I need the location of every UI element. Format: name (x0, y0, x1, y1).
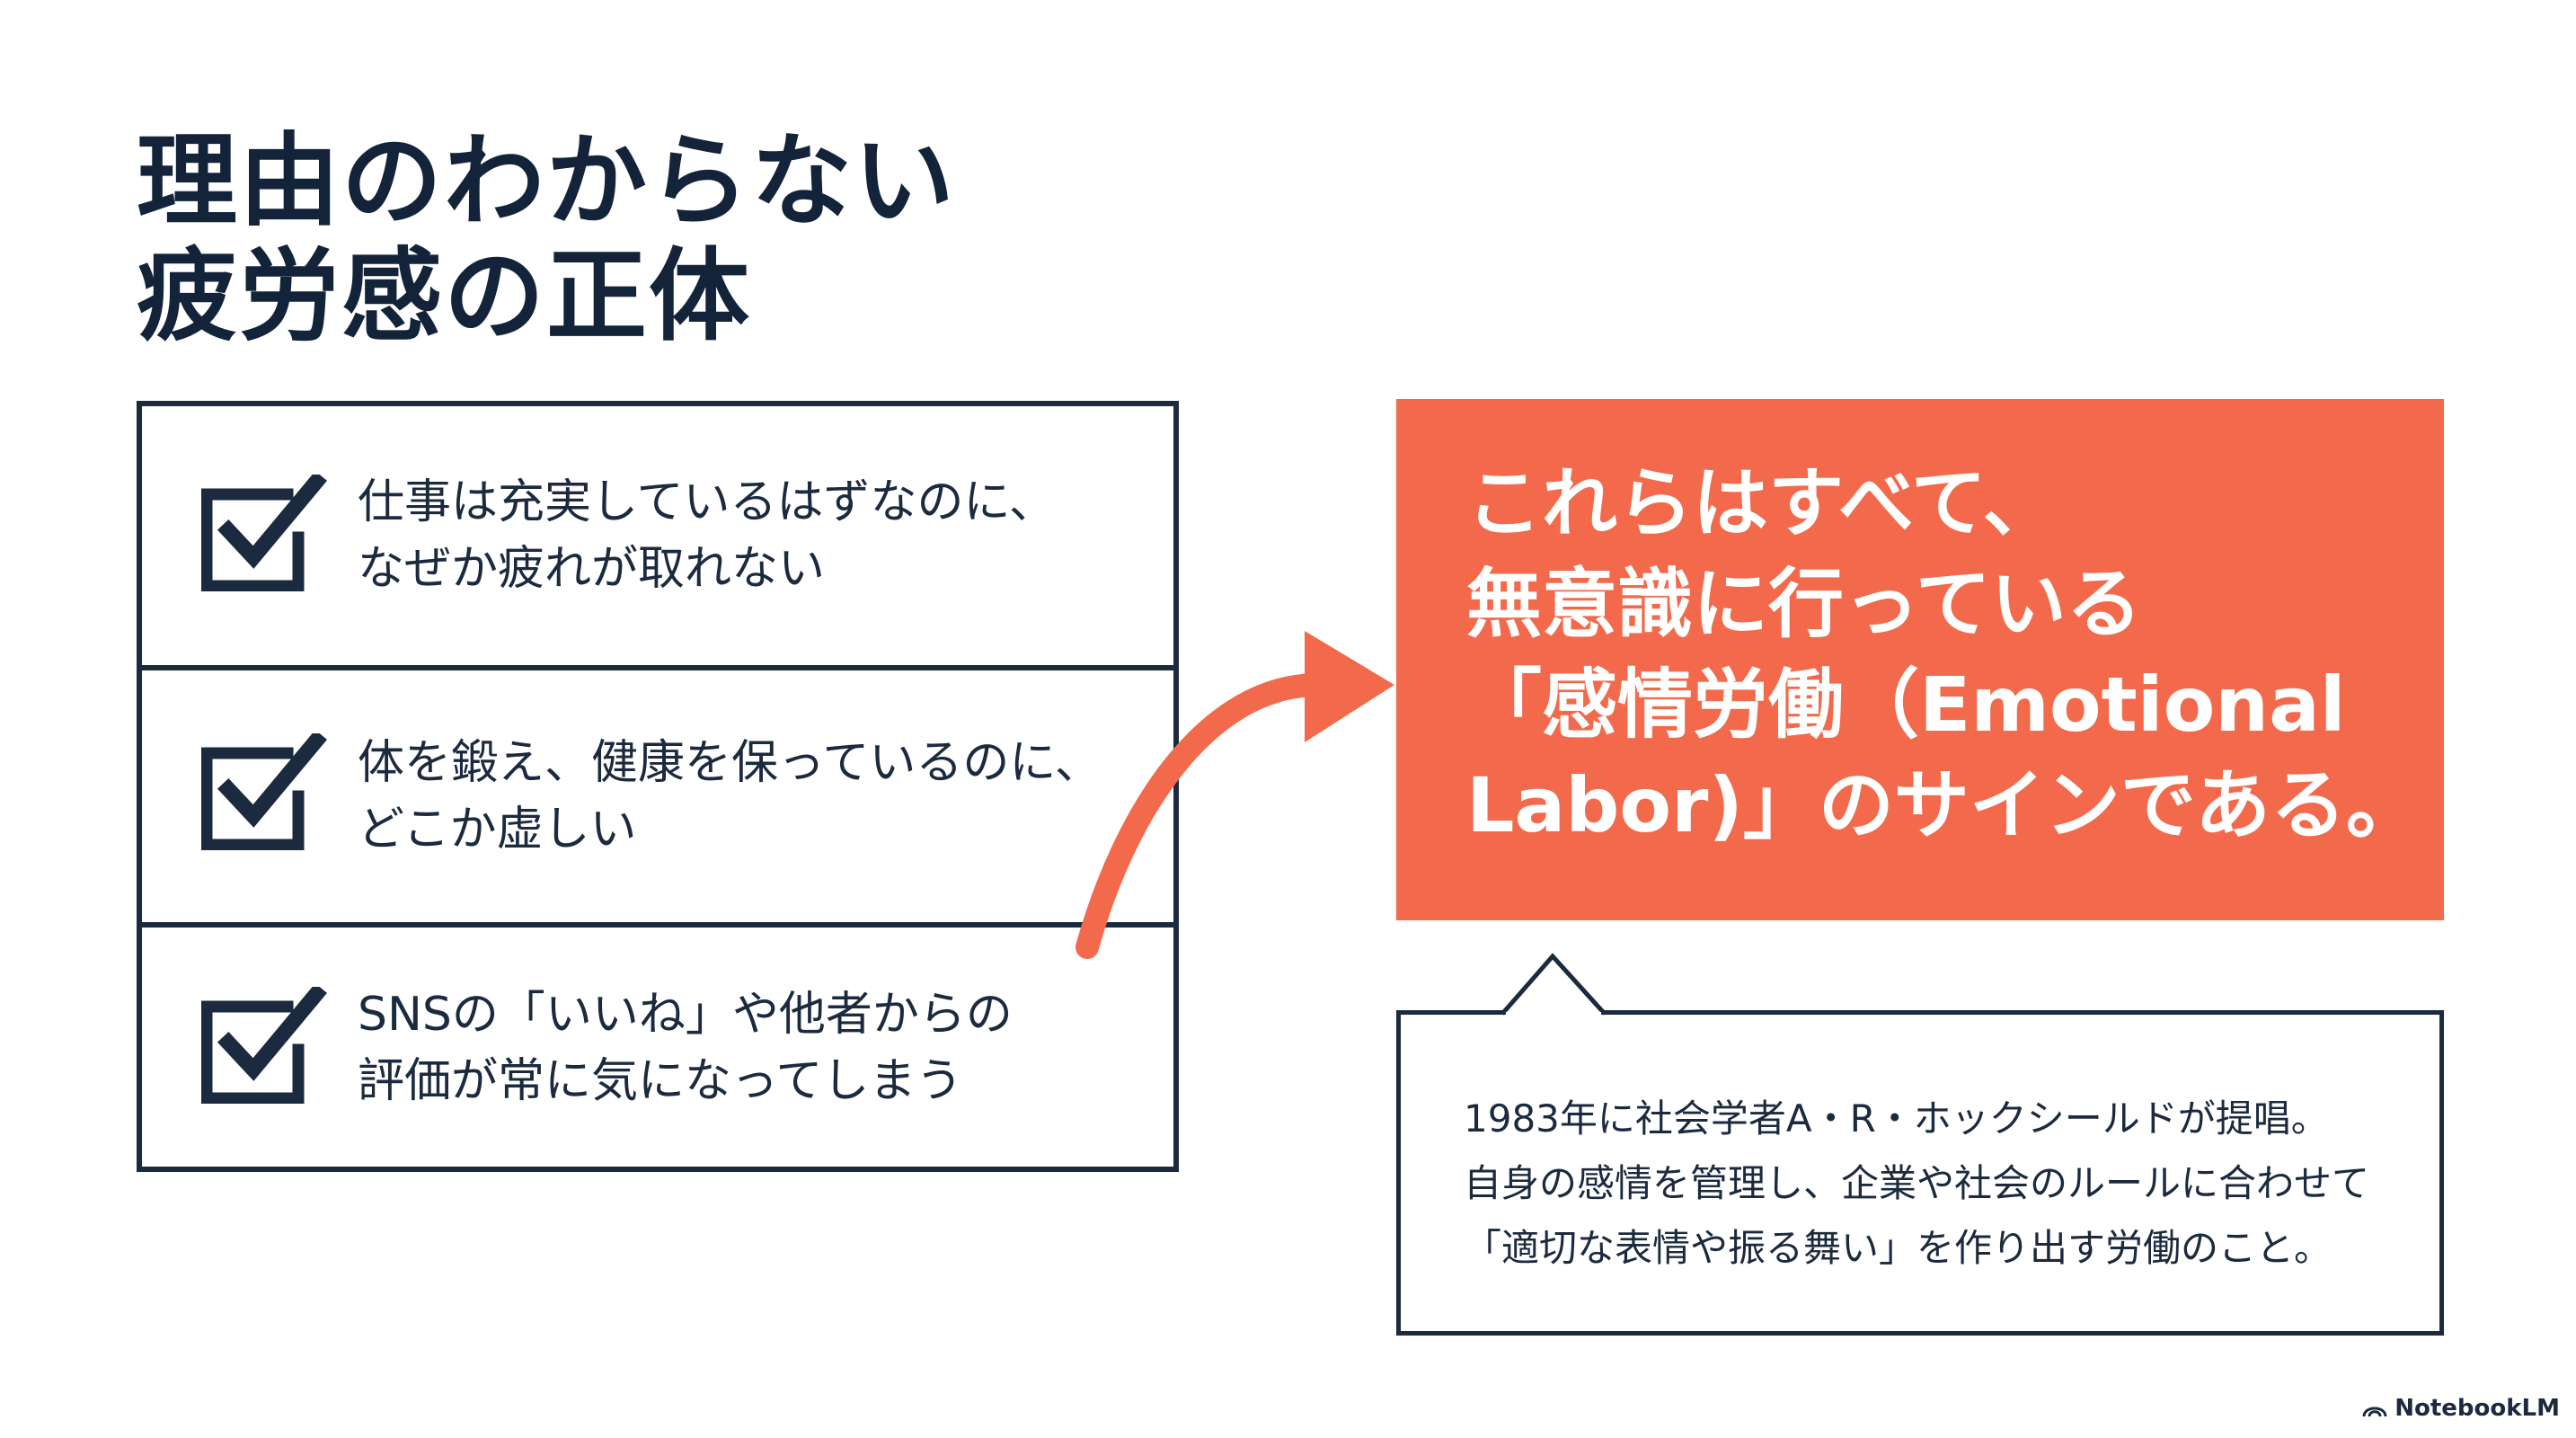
definition-text: 1983年に社会学者A・R・ホックシールドが提唱。 自身の感情を管理し、企業や社… (1464, 1096, 2370, 1270)
title-line-2: 疲労感の正体 (137, 238, 751, 355)
title-line-1: 理由のわからない (137, 123, 956, 240)
brand-watermark: NotebookLM (2362, 1395, 2560, 1422)
checkbox-checked-icon (201, 475, 327, 591)
checklist-item: 体を鍛え、健康を保っているのに、 どこか虚しい (142, 665, 1173, 922)
speech-pointer (1500, 953, 1607, 1019)
callout-text: これらはすべて、 無意識に行っている 「感情労働（Emotional Labor… (1466, 459, 2422, 849)
checklist-item: SNSの「いいね」や他者からの 評価が常に気になってしまう (142, 922, 1173, 1172)
checklist-item: 仕事は充実しているはずなのに、 なぜか疲れが取れない (142, 406, 1173, 665)
checklist-item-text: 体を鍛え、健康を保っているのに、 どこか虚しい (358, 736, 1102, 857)
brand-name: NotebookLM (2395, 1395, 2560, 1422)
definition-note: 1983年に社会学者A・R・ホックシールドが提唱。 自身の感情を管理し、企業や社… (1396, 1010, 2444, 1336)
page-title: 理由のわからない 疲労感の正体 (137, 124, 956, 354)
notebooklm-logo-icon (2362, 1407, 2387, 1417)
checklist-item-text: SNSの「いいね」や他者からの 評価が常に気になってしまう (358, 988, 1013, 1108)
checkbox-checked-icon (201, 733, 327, 850)
checklist-item-text: 仕事は充実しているはずなのに、 なぜか疲れが取れない (358, 475, 1056, 596)
emotional-labor-callout: これらはすべて、 無意識に行っている 「感情労働（Emotional Labor… (1396, 399, 2444, 920)
curved-arrow-icon (1076, 631, 1394, 959)
symptom-checklist: 仕事は充実しているはずなのに、 なぜか疲れが取れない 体を鍛え、健康を保っている… (137, 401, 1179, 1172)
checkbox-checked-icon (201, 987, 327, 1104)
